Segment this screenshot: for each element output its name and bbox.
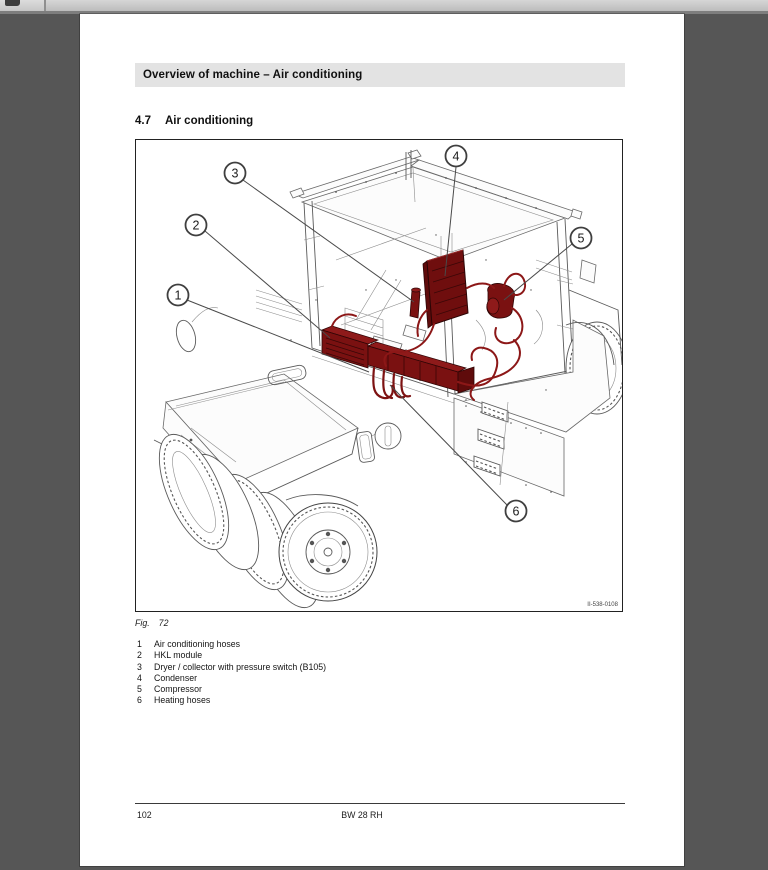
legend-item-number: 1 <box>137 639 142 649</box>
document-page: Overview of machine – Air conditioning 4… <box>80 14 684 866</box>
rear-body <box>452 259 629 497</box>
toolbar-button-remnant[interactable] <box>0 0 46 11</box>
legend-item: 2 HKL module <box>137 650 326 661</box>
condenser-part <box>422 233 469 329</box>
legend-item-number: 2 <box>137 650 142 661</box>
ac-hoses <box>331 272 526 401</box>
svg-text:2: 2 <box>193 218 200 232</box>
callout-2: 2 <box>184 213 208 237</box>
boarding-steps <box>473 401 509 486</box>
hkl-module-part <box>320 325 475 394</box>
legend-item-label: Condenser <box>154 672 198 683</box>
legend-item-number: 4 <box>137 672 142 683</box>
machine-illustration: 1 2 3 4 5 6 II-538-0108 <box>153 144 629 609</box>
legend-item-label: HKL module <box>154 650 203 661</box>
cab-roof <box>289 149 583 262</box>
svg-text:1: 1 <box>175 288 182 302</box>
mirrors <box>175 307 402 463</box>
legend-item-number: 3 <box>137 661 142 672</box>
svg-text:5: 5 <box>578 231 585 245</box>
legend-item: 4 Condenser <box>137 673 326 684</box>
section-heading: 4.7 Air conditioning <box>135 115 253 127</box>
figure-caption-label: Fig. <box>135 618 150 628</box>
toolbar-strip <box>0 0 768 14</box>
svg-text:4: 4 <box>453 149 460 163</box>
svg-text:3: 3 <box>232 166 239 180</box>
legend-list: 1 Air conditioning hoses 2 HKL module 3 … <box>137 639 326 707</box>
figure-caption-number: 72 <box>158 618 169 628</box>
legend-item: 3 Dryer / collector with pressure switch… <box>137 662 326 673</box>
footer-doc-code: BW 28 RH <box>341 810 383 820</box>
legend-item-number: 5 <box>137 684 142 695</box>
chapter-header-bar: Overview of machine – Air conditioning <box>135 63 625 87</box>
legend-item-label: Dryer / collector with pressure switch (… <box>154 661 327 672</box>
figure-frame: 1 2 3 4 5 6 II-538-0108 <box>135 139 629 612</box>
compressor-part <box>486 283 515 319</box>
section-title: Air conditioning <box>165 115 254 127</box>
callout-6: 6 <box>504 499 528 523</box>
legend-item-label: Heating hoses <box>154 695 211 706</box>
section-number: 4.7 <box>135 115 151 127</box>
legend-item: 6 Heating hoses <box>137 695 326 706</box>
chapter-header-label: Overview of machine – Air conditioning <box>143 69 363 81</box>
toolbar-partial-icon <box>5 0 20 6</box>
callout-5: 5 <box>569 226 593 250</box>
legend-item: 1 Air conditioning hoses <box>137 639 326 650</box>
legend-item-label: Air conditioning hoses <box>154 639 241 649</box>
figure-caption: Fig. 72 <box>135 618 168 628</box>
leader-lines <box>186 166 573 507</box>
dryer-part <box>409 287 421 319</box>
legend-item: 5 Compressor <box>137 684 326 695</box>
footer-rule <box>135 803 625 804</box>
legend-item-label: Compressor <box>154 684 202 695</box>
page-number: 102 <box>137 810 152 820</box>
callout-4: 4 <box>444 144 468 168</box>
legend-item-number: 6 <box>137 695 142 706</box>
svg-text:6: 6 <box>513 504 520 518</box>
figure-ref-code: II-538-0108 <box>587 602 618 608</box>
callout-3: 3 <box>223 161 247 185</box>
callout-1: 1 <box>166 283 190 307</box>
front-wheel <box>278 502 378 602</box>
